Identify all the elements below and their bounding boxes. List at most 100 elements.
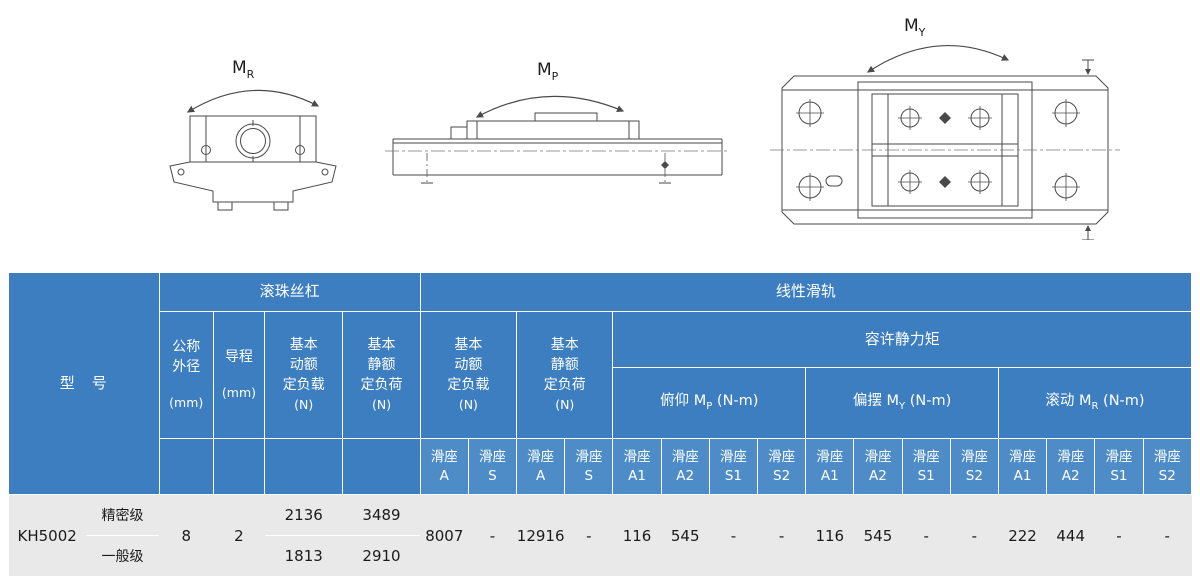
col-header-yaw-moment: 偏摆 MY (N-m): [805, 367, 999, 439]
slide-label: 滑座: [864, 449, 892, 466]
cell-lg-stat-A: 12916: [516, 494, 565, 576]
group-header-static-moment: 容许静力矩: [612, 311, 1192, 368]
nominal-od-line2: 外径: [172, 359, 201, 376]
bs-stat-line3: 定负荷: [360, 377, 403, 394]
slide-suffix: S2: [965, 467, 983, 484]
lead-unit: (mm): [221, 385, 256, 401]
cell-model: KH5002: [8, 494, 86, 576]
cell-nominal-od: 8: [159, 494, 214, 576]
col-header-bs-dynamic-load: 基本 动额 定负载 (N): [264, 311, 344, 439]
slide-suffix: A2: [1061, 467, 1080, 484]
header-spacer-cell: [212, 438, 266, 495]
yaw-suffix: (N-m): [905, 393, 952, 410]
cell-roll-S2: -: [1143, 494, 1192, 576]
slide-label: 滑座: [671, 449, 699, 466]
bs-dyn-line1: 基本: [289, 337, 318, 354]
slide-label: 滑座: [912, 449, 940, 466]
bs-dyn-line3: 定负载: [282, 377, 325, 394]
header-spacer-cell: [342, 438, 421, 495]
cell-pitch-A1: 116: [612, 494, 662, 576]
slide-suffix: S1: [917, 467, 935, 484]
slide-suffix: A: [536, 467, 546, 484]
yaw-prefix: 偏摆 M: [852, 393, 899, 410]
bs-stat-line2: 静额: [367, 357, 396, 374]
cell-roll-A2: 444: [1046, 494, 1095, 576]
group-header-ball-screw: 滚珠丝杠: [158, 272, 421, 312]
label-pitch-moment: MP: [537, 60, 559, 84]
bs-dyn-line2: 动额: [289, 357, 318, 374]
roll-sub: R: [1091, 401, 1099, 413]
cell-lead: 2: [213, 494, 265, 576]
pitch-moment-diagram: [385, 55, 730, 220]
slide-suffix: A: [439, 467, 449, 484]
yaw-diagram-container: [770, 10, 1120, 244]
cell-lg-stat-S: -: [564, 494, 613, 576]
col-header-lg-dynamic-load: 基本 动额 定负载 (N): [419, 311, 518, 439]
slide-suffix: A1: [820, 467, 839, 484]
lg-stat-unit: (N): [555, 396, 575, 412]
pitch-moment-subscript: P: [551, 70, 559, 84]
lg-dyn-line3: 定负载: [447, 377, 490, 394]
slide-suffix: S2: [1158, 467, 1176, 484]
slide-suffix: S1: [724, 467, 742, 484]
label-roll-moment: MR: [232, 58, 254, 81]
roll-moment-symbol: M: [232, 58, 247, 78]
nominal-od-line1: 公称: [172, 339, 201, 356]
lg-dyn-line1: 基本: [454, 337, 483, 354]
slide-label: 滑座: [478, 449, 506, 466]
header-spacer-cell: [264, 438, 344, 495]
cell-pitch-S2: -: [757, 494, 806, 576]
slide-suffix: A2: [676, 467, 695, 484]
cell-yaw-A1: 116: [805, 494, 854, 576]
slide-label: 滑座: [768, 449, 796, 466]
slide-label: 滑座: [816, 449, 844, 466]
roll-moment-diagram: [158, 50, 348, 220]
col-header-lead: 导程 (mm): [212, 311, 266, 439]
col-header-roll-moment: 滚动 MR (N-m): [997, 367, 1193, 439]
slide-suffix: A1: [1013, 467, 1032, 484]
yaw-moment-diagram: [770, 10, 1120, 240]
header-spacer-cell: [158, 438, 214, 495]
cell-lg-dyn-S: -: [468, 494, 517, 576]
cell-pitch-S1: -: [709, 494, 758, 576]
lg-dyn-unit: (N): [458, 396, 478, 412]
col-header-lg-static-load: 基本 静额 定负荷 (N): [516, 311, 614, 439]
lg-stat-line1: 基本: [550, 337, 579, 354]
slide-label: 滑座: [527, 449, 555, 466]
lg-stat-line2: 静额: [550, 357, 579, 374]
slide-label: 滑座: [430, 449, 458, 466]
slide-label: 滑座: [623, 449, 651, 466]
slide-label: 滑座: [1153, 449, 1181, 466]
cell-grade-normal: 一般级: [85, 535, 160, 576]
cell-yaw-S1: -: [902, 494, 951, 576]
yaw-moment-symbol: M: [904, 16, 919, 36]
slide-label: 滑座: [1057, 449, 1085, 466]
slide-suffix: S: [488, 467, 497, 484]
bs-dyn-unit: (N): [294, 396, 314, 412]
slide-label: 滑座: [1105, 449, 1133, 466]
roll-diagram-container: [158, 50, 348, 224]
cell-bs-dyn-precision: 2136: [264, 494, 343, 536]
col-header-pitch-moment: 俯仰 MP (N-m): [612, 367, 807, 439]
yaw-moment-subscript: Y: [918, 26, 926, 40]
pitch-prefix: 俯仰 M: [660, 393, 707, 410]
slide-suffix: S1: [1110, 467, 1128, 484]
pitch-sub: P: [706, 401, 713, 413]
cell-grade-precision: 精密级: [85, 494, 160, 536]
col-header-model: 型 号: [8, 272, 160, 495]
lg-dyn-line2: 动额: [454, 357, 483, 374]
slide-label: 滑座: [1009, 449, 1037, 466]
cell-yaw-A2: 545: [853, 494, 903, 576]
label-yaw-moment: MY: [904, 16, 926, 40]
